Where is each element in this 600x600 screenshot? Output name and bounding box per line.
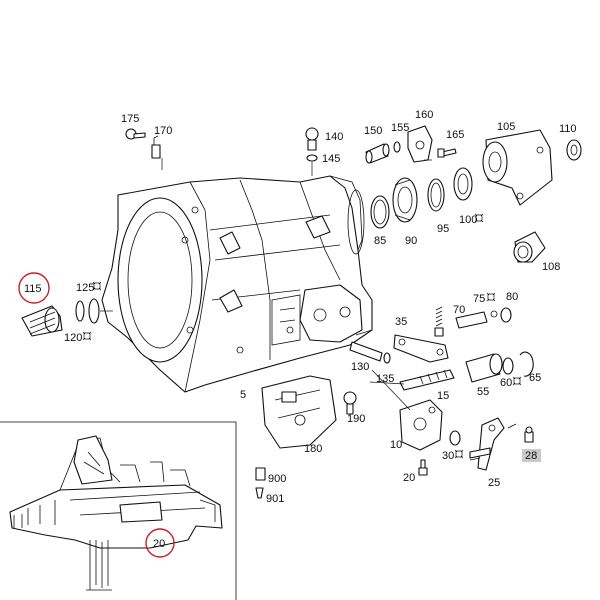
label-150: 150 <box>364 125 382 137</box>
label-28: 28 <box>525 450 537 462</box>
part-190-plug <box>343 391 357 415</box>
label-10: 10 <box>390 439 402 451</box>
inset-valve-body <box>9 435 223 591</box>
label-120: 120 <box>64 332 82 344</box>
label-20-inset: 20 <box>153 538 165 550</box>
part-155-ring <box>393 141 401 153</box>
part-165-bolt <box>437 148 457 158</box>
part-55-valve <box>465 353 503 383</box>
part-900-bracket <box>255 467 266 481</box>
part-20-bolt-upper <box>418 459 428 476</box>
label-155: 155 <box>391 122 409 134</box>
part-110-nut <box>566 139 582 161</box>
label-100: 100 <box>459 214 477 226</box>
highlight-circle-20 <box>145 528 175 558</box>
label-5: 5 <box>240 389 246 401</box>
part-170-clip <box>151 135 161 159</box>
part-105-flange <box>482 129 553 206</box>
part-108-coupling <box>513 231 546 263</box>
label-85: 85 <box>374 235 386 247</box>
label-900: 900 <box>268 473 286 485</box>
part-180-cover <box>261 375 337 449</box>
label-28-tag <box>522 449 541 462</box>
label-55: 55 <box>477 386 489 398</box>
label-110: 110 <box>559 123 577 135</box>
part-30-ring <box>449 430 461 446</box>
label-95: 95 <box>437 223 449 235</box>
inset-detail-box <box>0 421 237 600</box>
part-160-bracket <box>407 125 433 163</box>
part-85-ring <box>370 195 390 229</box>
label-130: 130 <box>351 361 369 373</box>
part-65-circlip <box>519 351 534 377</box>
label-140: 140 <box>325 131 343 143</box>
part-135-ring <box>383 352 391 364</box>
part-28-screw <box>524 426 534 443</box>
label-30: 30 <box>442 450 454 462</box>
part-70-pin <box>455 311 488 329</box>
label-170: 170 <box>154 125 172 137</box>
part-175-bolt <box>125 128 146 140</box>
highlight-circle-115 <box>18 272 50 304</box>
part-60-ring <box>502 357 514 375</box>
part-115-sensor <box>21 305 63 337</box>
label-20: 20 <box>403 472 415 484</box>
part-125-ring <box>88 298 100 324</box>
label-60: 60 <box>500 377 512 389</box>
label-90: 90 <box>405 235 417 247</box>
label-25: 25 <box>488 477 500 489</box>
label-108: 108 <box>542 261 560 273</box>
part-901-screw <box>255 487 264 499</box>
part-25-lever <box>469 417 517 471</box>
label-105: 105 <box>497 121 515 133</box>
label-80: 80 <box>506 291 518 303</box>
label-75: 75 <box>473 293 485 305</box>
label-175: 175 <box>121 113 139 125</box>
part-150-fitting <box>365 143 390 164</box>
label-190: 190 <box>347 413 365 425</box>
part-120-ring <box>75 300 85 322</box>
transmission-housing <box>101 175 373 393</box>
label-901: 901 <box>266 493 284 505</box>
part-80-clip <box>490 307 512 323</box>
label-160: 160 <box>415 109 433 121</box>
label-125: 125 <box>76 282 94 294</box>
part-95-snap-ring <box>427 178 445 212</box>
label-180: 180 <box>304 443 322 455</box>
part-130-shaft <box>349 341 383 362</box>
part-140-plug <box>305 127 319 151</box>
part-75-spring <box>434 306 444 337</box>
label-115: 115 <box>24 283 42 295</box>
part-35-lever <box>393 334 449 363</box>
label-65: 65 <box>529 372 541 384</box>
label-15: 15 <box>437 390 449 402</box>
part-90-bearing <box>392 177 418 223</box>
part-10-plate <box>399 399 443 451</box>
part-15-shaft <box>399 369 455 391</box>
part-145-seal <box>306 154 318 162</box>
part-100-seal <box>453 167 473 201</box>
label-145: 145 <box>322 153 340 165</box>
label-135: 135 <box>376 373 394 385</box>
label-70: 70 <box>453 304 465 316</box>
label-35: 35 <box>395 316 407 328</box>
label-165: 165 <box>446 129 464 141</box>
footnote-symbols <box>82 213 522 459</box>
leader-lines <box>100 158 481 461</box>
